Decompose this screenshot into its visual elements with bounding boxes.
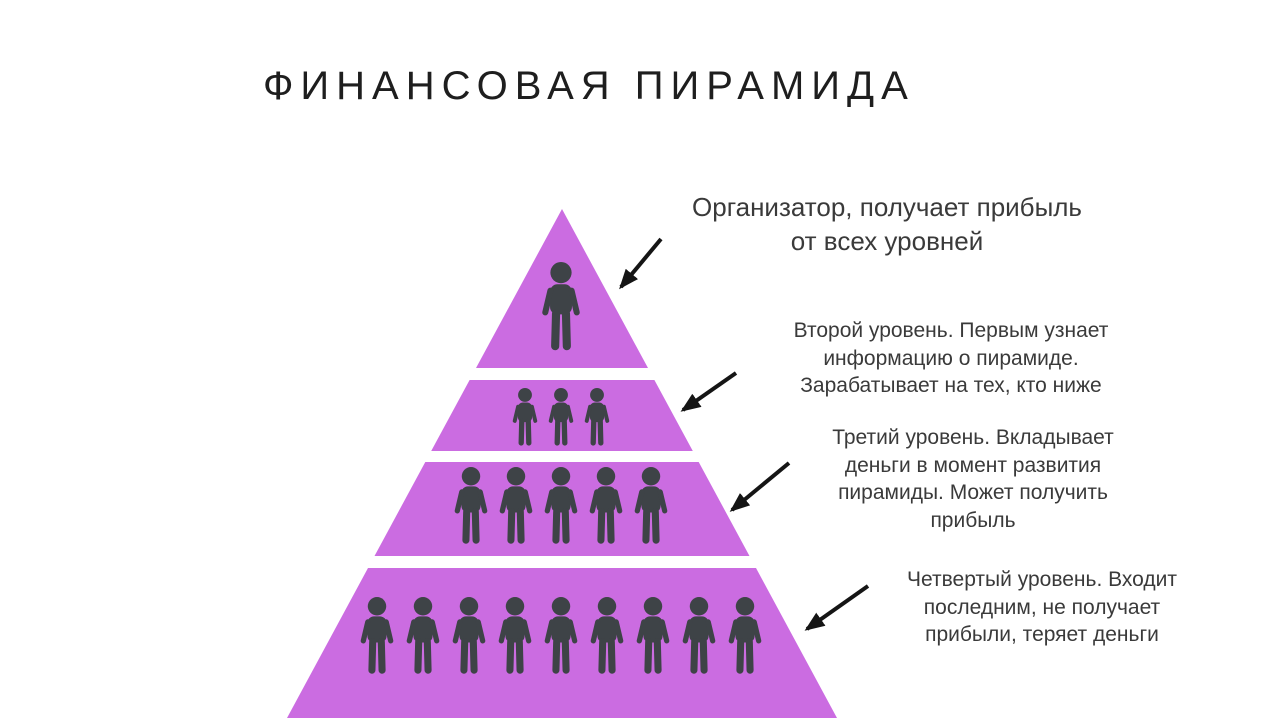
arrow-level-4 [804,584,870,631]
arrow-level-2 [680,371,738,412]
arrow-level-3 [729,461,791,512]
arrows [619,237,870,631]
page-title: ФИНАНСОВАЯ ПИРАМИДА [263,64,915,108]
arrow-level-1 [619,237,663,290]
